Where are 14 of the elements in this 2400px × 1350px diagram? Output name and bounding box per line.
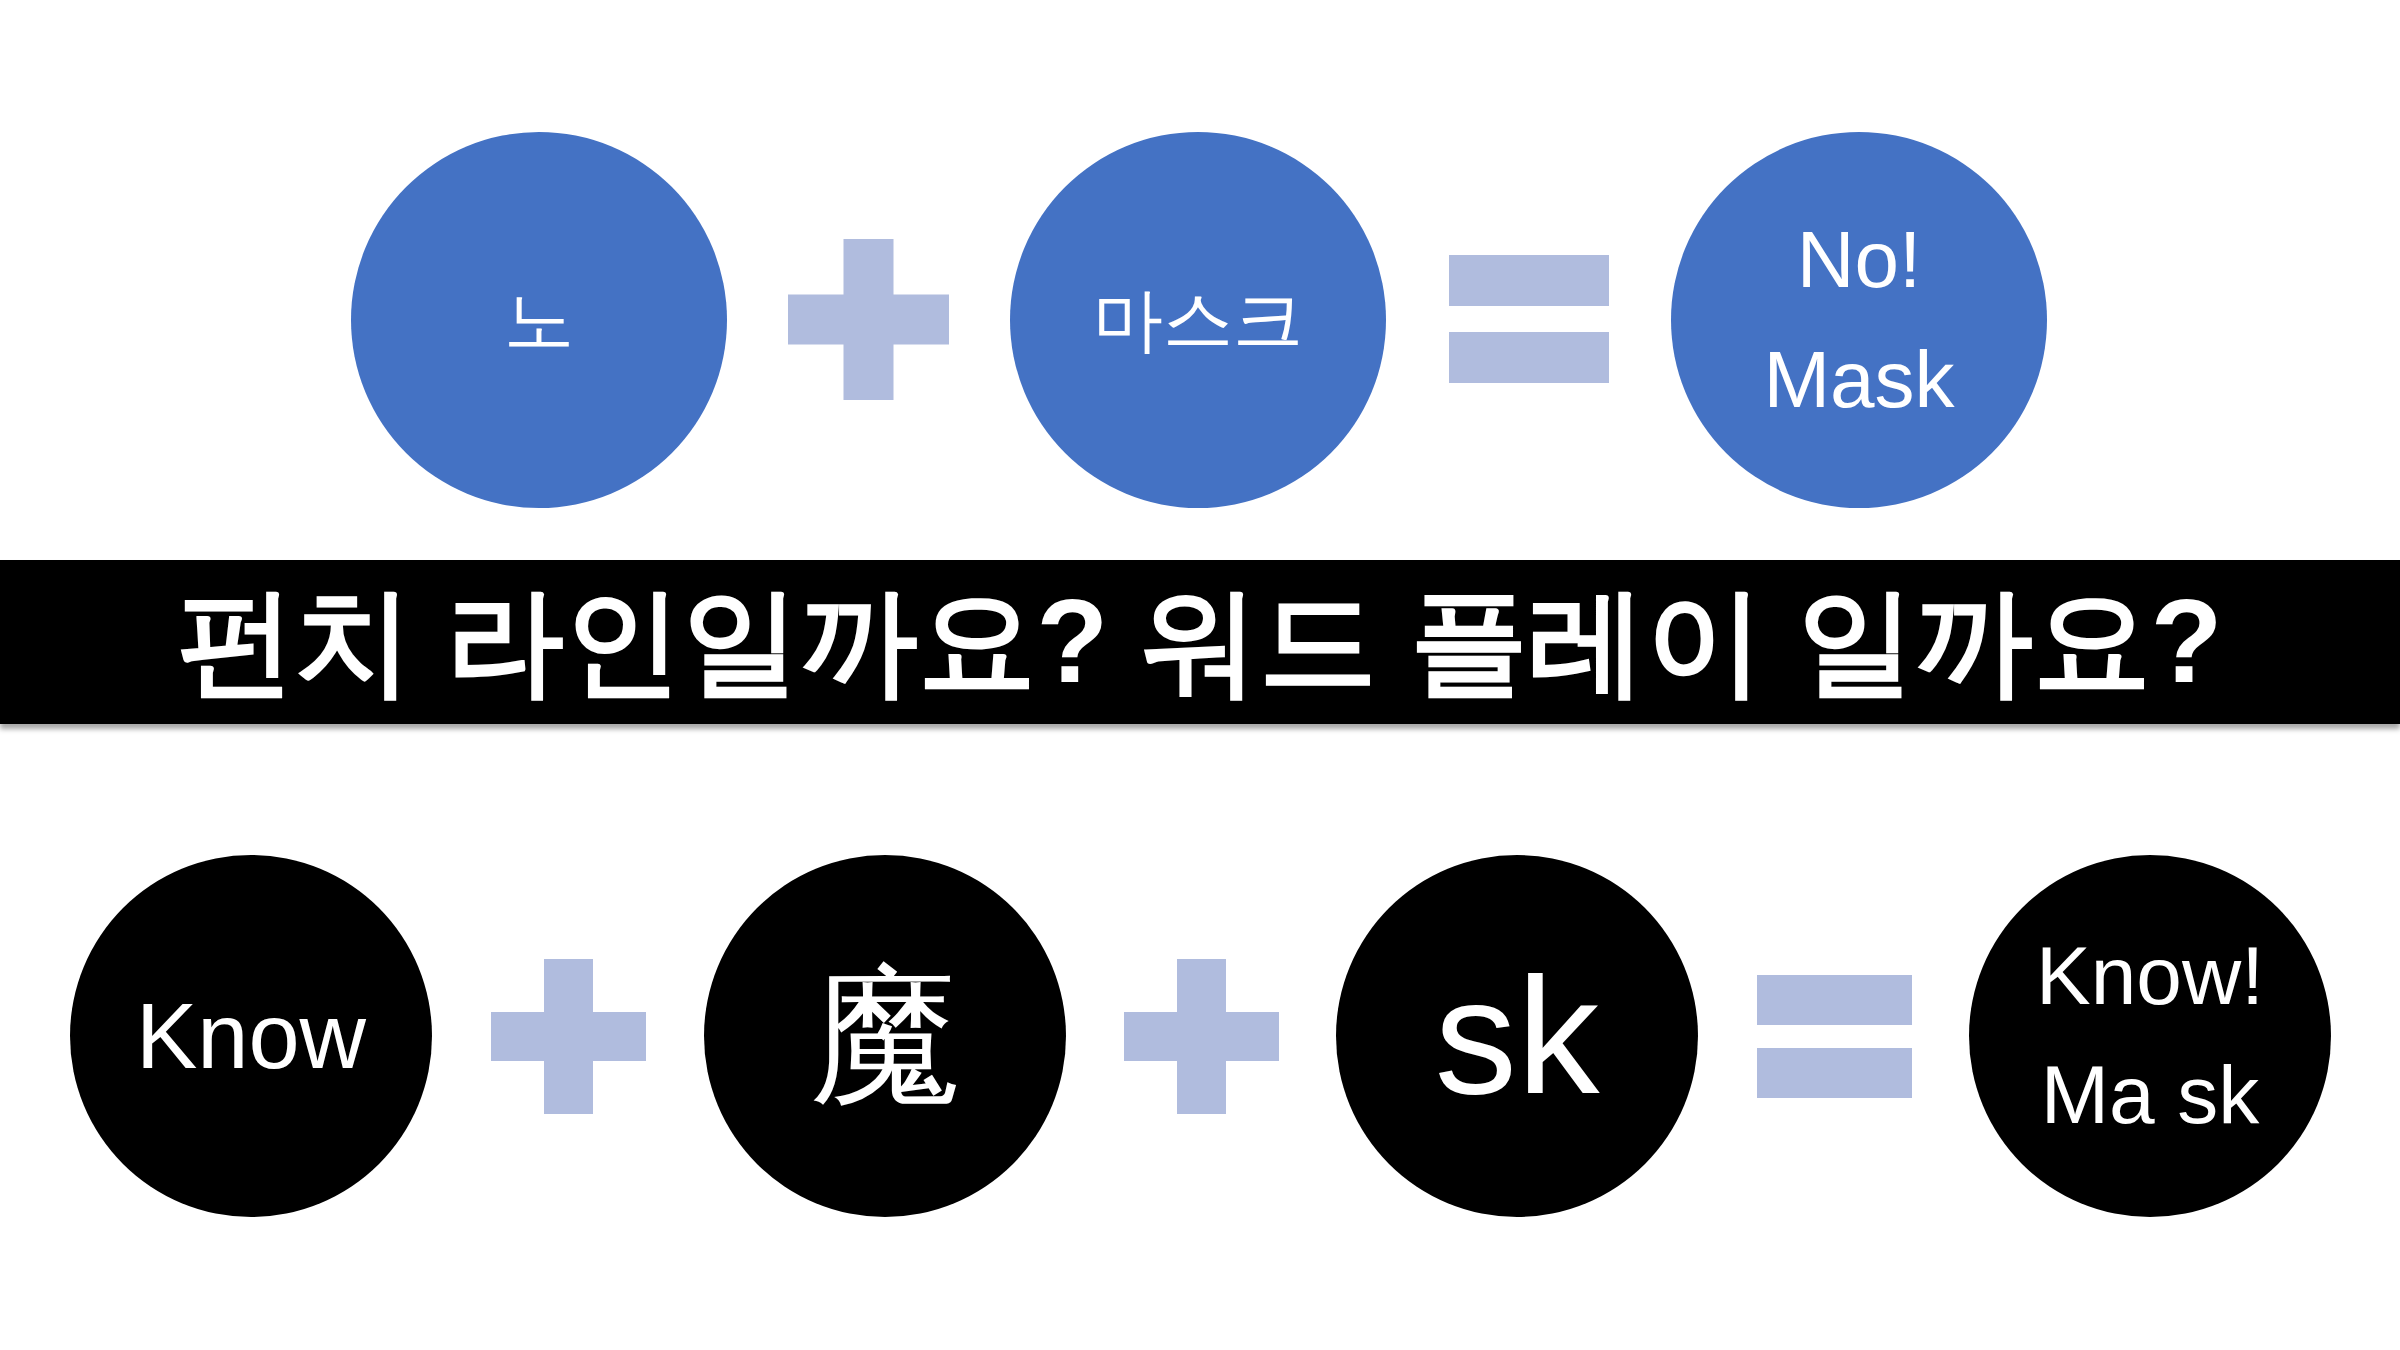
circle-label: sk xyxy=(1434,943,1600,1130)
circle-label: 노 xyxy=(504,280,574,361)
circle-label: Know! Ma sk xyxy=(2035,929,2265,1142)
plus-icon xyxy=(787,238,949,400)
title-banner xyxy=(0,560,2400,724)
equals-icon xyxy=(1756,974,1912,1098)
circle-label: 마스크 xyxy=(1093,280,1303,361)
plus-icon xyxy=(1123,958,1279,1114)
banner-text: 펀치 라인일까요? 워드 플레이 일까요? xyxy=(177,574,2223,710)
plus-icon xyxy=(490,958,646,1114)
equals-icon xyxy=(1449,255,1609,383)
circle-label: 魔 xyxy=(810,951,960,1122)
circle-label: No! Mask xyxy=(1762,214,1956,426)
circle-label: Know xyxy=(135,983,367,1089)
